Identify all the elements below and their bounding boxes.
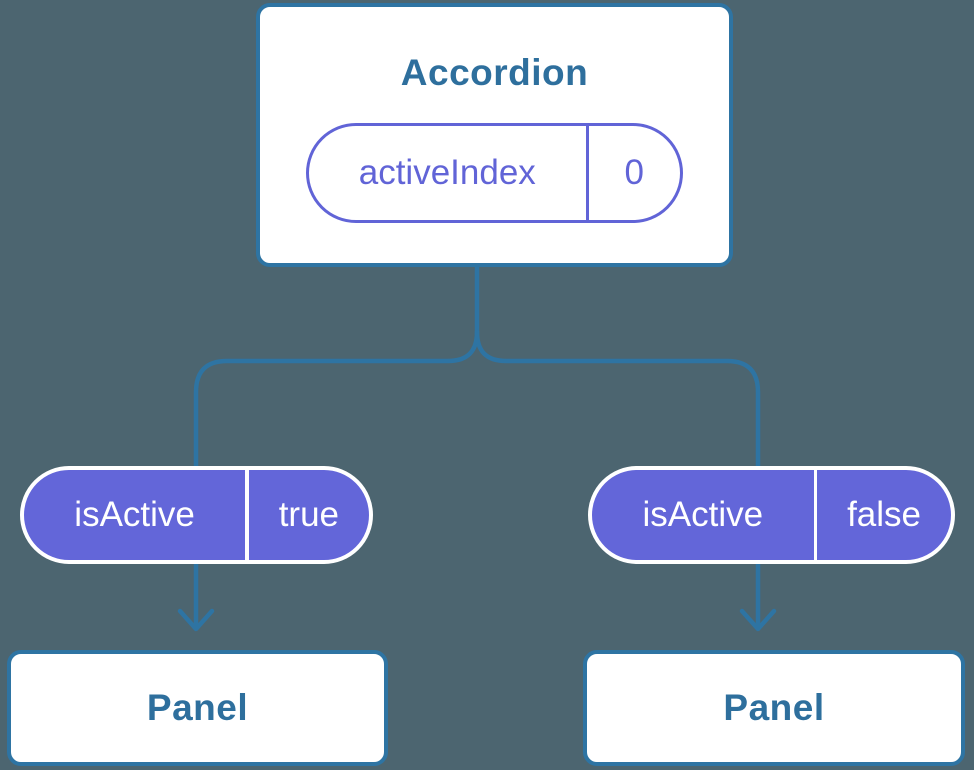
pill-divider: [245, 470, 249, 560]
prop-name: isActive: [642, 495, 764, 534]
state-pill: activeIndex 0: [306, 123, 683, 223]
prop-pill-left: isActive true: [20, 466, 373, 564]
panel-component-node-right: Panel: [583, 650, 965, 766]
arrowhead-left-icon: [177, 608, 215, 632]
state-name: activeIndex: [358, 153, 536, 192]
prop-name: isActive: [74, 495, 195, 534]
panel-title: Panel: [723, 687, 825, 728]
panel-title: Panel: [146, 687, 249, 728]
prop-pill-right: isActive false: [588, 466, 955, 564]
pill-divider: [813, 470, 818, 560]
arrowhead-right-icon: [739, 608, 777, 632]
state-value: 0: [624, 153, 644, 192]
panel-component-node-left: Panel: [7, 650, 388, 766]
fork-connector-left: [193, 261, 480, 631]
accordion-component-node: Accordion activeIndex 0: [256, 3, 733, 267]
pill-divider: [585, 126, 589, 220]
fork-connector-right: [474, 329, 761, 631]
prop-value: false: [847, 495, 921, 534]
prop-value: true: [278, 495, 339, 534]
accordion-title: Accordion: [400, 52, 589, 93]
